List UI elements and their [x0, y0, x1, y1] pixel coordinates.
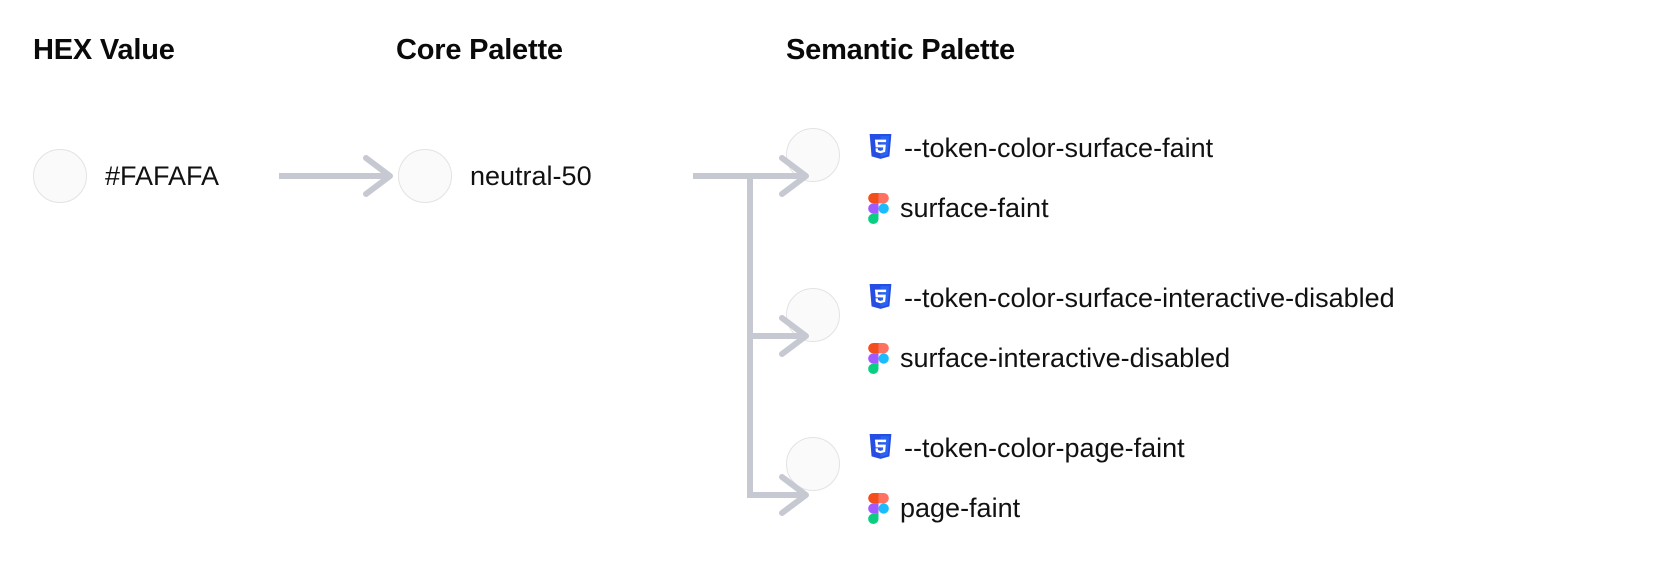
hex-value-label: #FAFAFA: [105, 161, 220, 191]
color-swatch-semantic-1: [786, 288, 840, 342]
figma-icon: [868, 342, 889, 374]
figma-token-label-2: page-faint: [900, 492, 1021, 523]
figma-token-line-0: surface-faint: [868, 178, 1213, 238]
css-variable-label-1: --token-color-surface-interactive-disabl…: [904, 282, 1395, 313]
css-variable-label-2: --token-color-page-faint: [904, 432, 1185, 463]
css-variable-label-0: --token-color-surface-faint: [904, 132, 1214, 163]
color-swatch-hex: [33, 149, 87, 203]
css-variable-line-1: --token-color-surface-interactive-disabl…: [868, 268, 1395, 328]
arrow-hex-to-core-head: [363, 155, 393, 197]
semantic-token-row-0: --token-color-surface-faint surface-fain…: [868, 118, 1213, 238]
column-heading-core-palette: Core Palette: [396, 34, 563, 66]
css-variable-line-0: --token-color-surface-faint: [868, 118, 1213, 178]
color-swatch-core: [398, 149, 452, 203]
color-swatch-semantic-2: [786, 437, 840, 491]
figma-icon: [868, 192, 889, 224]
figma-token-line-1: surface-interactive-disabled: [868, 328, 1395, 388]
color-swatch-semantic-0: [786, 128, 840, 182]
column-heading-hex-value: HEX Value: [33, 34, 175, 66]
css-variable-line-2: --token-color-page-faint: [868, 418, 1185, 478]
figma-token-label-0: surface-faint: [900, 192, 1049, 223]
core-palette-value-label: neutral-50: [470, 161, 592, 191]
css3-icon: [869, 433, 892, 459]
css3-icon: [869, 283, 892, 309]
css3-icon: [869, 133, 892, 159]
semantic-token-row-2: --token-color-page-faint page-faint: [868, 418, 1185, 538]
column-heading-semantic-palette: Semantic Palette: [786, 34, 1015, 66]
figma-token-line-2: page-faint: [868, 478, 1185, 538]
semantic-token-row-1: --token-color-surface-interactive-disabl…: [868, 268, 1395, 388]
figma-icon: [868, 492, 889, 524]
figma-token-label-1: surface-interactive-disabled: [900, 342, 1231, 373]
